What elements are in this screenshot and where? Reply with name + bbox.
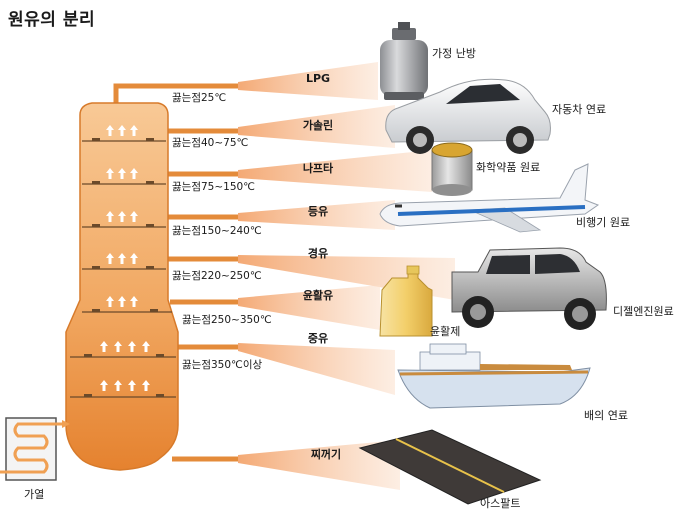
fraction-product-lubricant: 윤활유: [302, 289, 334, 302]
use-ship-fuel: 배의 연료: [584, 409, 628, 422]
boiling-point-gasoline: 끓는점40~75℃: [172, 137, 249, 149]
fraction-product-naphtha: 나프타: [302, 162, 334, 175]
oil-jug-icon: [379, 265, 433, 337]
vapor-arrow-icon: [118, 253, 126, 264]
use-car-fuel: 자동차 연료: [552, 103, 607, 116]
asphalt-road-icon: [358, 429, 542, 505]
vapor-arrow-icon: [130, 211, 138, 222]
vapor-arrow-icon: [130, 296, 138, 307]
boiling-point-lpg: 끓는점25℃: [172, 92, 227, 104]
beam-lube: [238, 285, 380, 330]
vapor-arrow-icon: [118, 125, 126, 136]
vapor-arrow-icon: [128, 380, 136, 391]
outlet-pipes: [113, 83, 238, 462]
vapor-arrow-icon: [142, 380, 150, 391]
ship-icon: [397, 343, 591, 409]
vapor-arrow-icon: [106, 168, 114, 179]
distillation-tower: [65, 102, 179, 471]
use-lubricant: 윤활제: [430, 325, 461, 338]
vapor-arrow-icon: [106, 296, 114, 307]
fraction-product-gasoline: 가솔린: [302, 119, 334, 132]
use-diesel-engine-feedstock: 디젤엔진원료: [613, 305, 674, 318]
use-home-heating: 가정 난방: [432, 47, 476, 60]
vapor-arrow-icon: [130, 125, 138, 136]
beam-residue: [238, 440, 400, 490]
beam-naphtha: [238, 150, 432, 192]
vapor-arrow-icon: [114, 380, 122, 391]
fraction-product-residue: 찌꺼기: [310, 448, 342, 461]
vapor-arrows: [100, 125, 150, 391]
flow-beams: [238, 62, 455, 490]
fraction-product-lpg: LPG: [305, 72, 331, 85]
vapor-arrow-icon: [100, 380, 108, 391]
vapor-arrow-icon: [130, 253, 138, 264]
fraction-product-heavy-oil: 중유: [307, 332, 329, 345]
boiling-point-diesel: 끓는점220~250℃: [172, 270, 262, 282]
use-asphalt: 아스팔트: [480, 497, 521, 510]
vapor-arrow-icon: [106, 253, 114, 264]
chemical-can-icon: [431, 142, 473, 196]
vapor-arrow-icon: [114, 341, 122, 352]
boiling-point-lubricant: 끓는점250~350℃: [182, 314, 272, 326]
beam-kerosene: [238, 200, 395, 230]
vapor-arrow-icon: [130, 168, 138, 179]
gas-cylinder-icon: [380, 22, 428, 100]
boiling-point-naphtha: 끓는점75~150℃: [172, 181, 255, 193]
heater: [0, 417, 70, 481]
boiling-point-kerosene: 끓는점150~240℃: [172, 225, 262, 237]
vapor-arrow-icon: [128, 341, 136, 352]
use-aircraft-fuel: 비행기 원료: [576, 216, 631, 229]
vapor-arrow-icon: [142, 341, 150, 352]
car-icon: [385, 78, 551, 154]
tray-caps: [84, 138, 164, 397]
pickup-truck-icon: [451, 247, 607, 330]
beam-lpg: [238, 62, 378, 100]
vapor-arrow-icon: [118, 168, 126, 179]
beam-heavy-oil: [238, 343, 395, 395]
airplane-icon: [379, 163, 600, 233]
boiling-point-heavy-oil: 끓는점350℃이상: [182, 359, 263, 371]
vapor-arrow-icon: [106, 211, 114, 222]
fraction-product-diesel: 경유: [307, 247, 329, 260]
page-title: 원유의 분리: [8, 10, 96, 30]
heater-label: 가열: [24, 488, 45, 501]
vapor-arrow-icon: [118, 211, 126, 222]
fraction-product-kerosene: 등유: [307, 205, 329, 218]
beam-gasoline: [238, 105, 395, 148]
vapor-arrow-icon: [100, 341, 108, 352]
use-chemical-feedstock: 화학약품 원료: [476, 161, 541, 174]
vapor-arrow-icon: [106, 125, 114, 136]
vapor-arrow-icon: [118, 296, 126, 307]
